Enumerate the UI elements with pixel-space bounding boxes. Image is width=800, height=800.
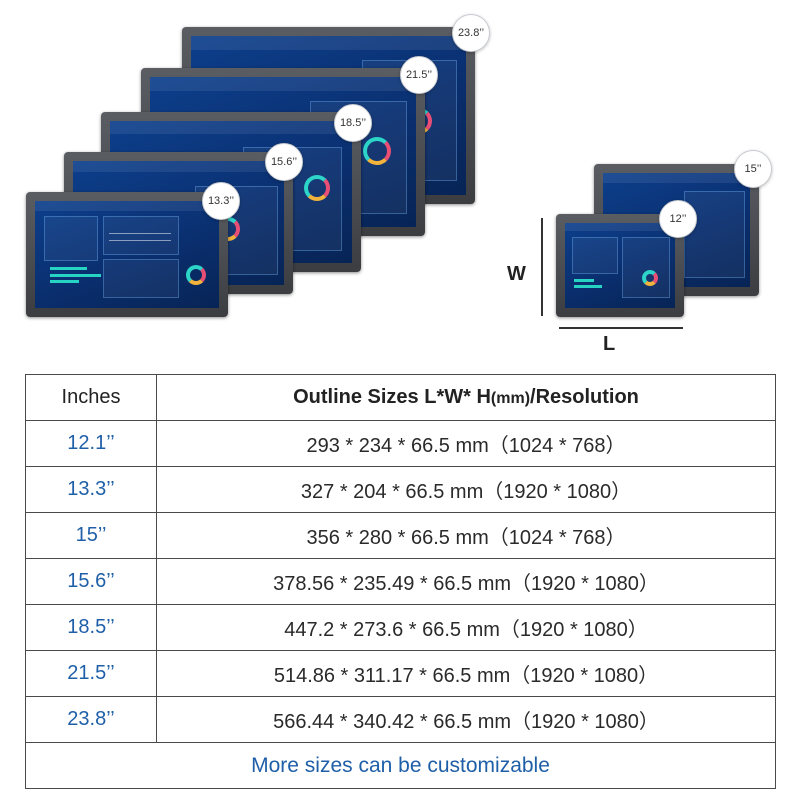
resolution-label: /Resolution xyxy=(530,386,639,408)
outline-size-cell: 447.2 * 273.6 * 66.5 mm（1920 * 1080） xyxy=(156,604,776,651)
table-row: 18.5’’ 447.2 * 273.6 * 66.5 mm（1920 * 10… xyxy=(25,604,776,651)
size-badge-21-5: 21.5’’ xyxy=(400,56,438,94)
customization-note: More sizes can be customizable xyxy=(25,742,776,789)
column-header-outline-sizes: Outline Sizes L*W* H(mm)/Resolution xyxy=(156,374,776,421)
unit-label: (mm) xyxy=(490,390,531,407)
monitor-13-3 xyxy=(26,192,228,317)
outline-sizes-label: Outline Sizes L*W* H xyxy=(293,386,491,408)
outline-size-cell: 514.86 * 311.17 * 66.5 mm（1920 * 1080） xyxy=(156,650,776,697)
size-badge-15-6: 15.6’’ xyxy=(265,143,303,181)
column-header-inches: Inches xyxy=(25,374,157,421)
table-footer-row: More sizes can be customizable xyxy=(25,742,776,789)
length-dimension-label: L xyxy=(603,333,616,355)
size-badge-12: 12’’ xyxy=(659,200,697,238)
outline-size-cell: 293 * 234 * 66.5 mm（1024 * 768） xyxy=(156,420,776,467)
table-row: 12.1’’ 293 * 234 * 66.5 mm（1024 * 768） xyxy=(25,420,776,467)
table-row: 23.8’’ 566.44 * 340.42 * 66.5 mm（1920 * … xyxy=(25,696,776,743)
outline-size-cell: 356 * 280 * 66.5 mm（1024 * 768） xyxy=(156,512,776,559)
table-row: 21.5’’ 514.86 * 311.17 * 66.5 mm（1920 * … xyxy=(25,650,776,697)
inches-cell: 23.8’’ xyxy=(25,696,157,743)
length-dimension-line xyxy=(559,327,683,329)
product-illustration: 23.8’’ 21.5’’ 18.5’’ 15.6’’ 13.3’’ 15’’ … xyxy=(0,0,800,360)
size-spec-table: Inches Outline Sizes L*W* H(mm)/Resoluti… xyxy=(25,374,776,789)
inches-cell: 15’’ xyxy=(25,512,157,559)
inches-cell: 12.1’’ xyxy=(25,420,157,467)
size-badge-18-5: 18.5’’ xyxy=(334,104,372,142)
width-dimension-label: W xyxy=(507,263,526,285)
size-badge-15: 15’’ xyxy=(734,150,772,188)
inches-cell: 15.6’’ xyxy=(25,558,157,605)
size-badge-13-3: 13.3’’ xyxy=(202,182,240,220)
table-row: 15.6’’ 378.56 * 235.49 * 66.5 mm（1920 * … xyxy=(25,558,776,605)
table-row: 13.3’’ 327 * 204 * 66.5 mm（1920 * 1080） xyxy=(25,466,776,513)
size-badge-23-8: 23.8’’ xyxy=(452,14,490,52)
inches-cell: 18.5’’ xyxy=(25,604,157,651)
outline-size-cell: 566.44 * 340.42 * 66.5 mm（1920 * 1080） xyxy=(156,696,776,743)
outline-size-cell: 378.56 * 235.49 * 66.5 mm（1920 * 1080） xyxy=(156,558,776,605)
inches-cell: 13.3’’ xyxy=(25,466,157,513)
outline-size-cell: 327 * 204 * 66.5 mm（1920 * 1080） xyxy=(156,466,776,513)
monitor-screen xyxy=(35,201,219,308)
width-dimension-line xyxy=(541,218,543,316)
table-row: 15’’ 356 * 280 * 66.5 mm（1024 * 768） xyxy=(25,512,776,559)
monitor-screen xyxy=(565,223,675,308)
table-header-row: Inches Outline Sizes L*W* H(mm)/Resoluti… xyxy=(25,374,776,421)
inches-cell: 21.5’’ xyxy=(25,650,157,697)
